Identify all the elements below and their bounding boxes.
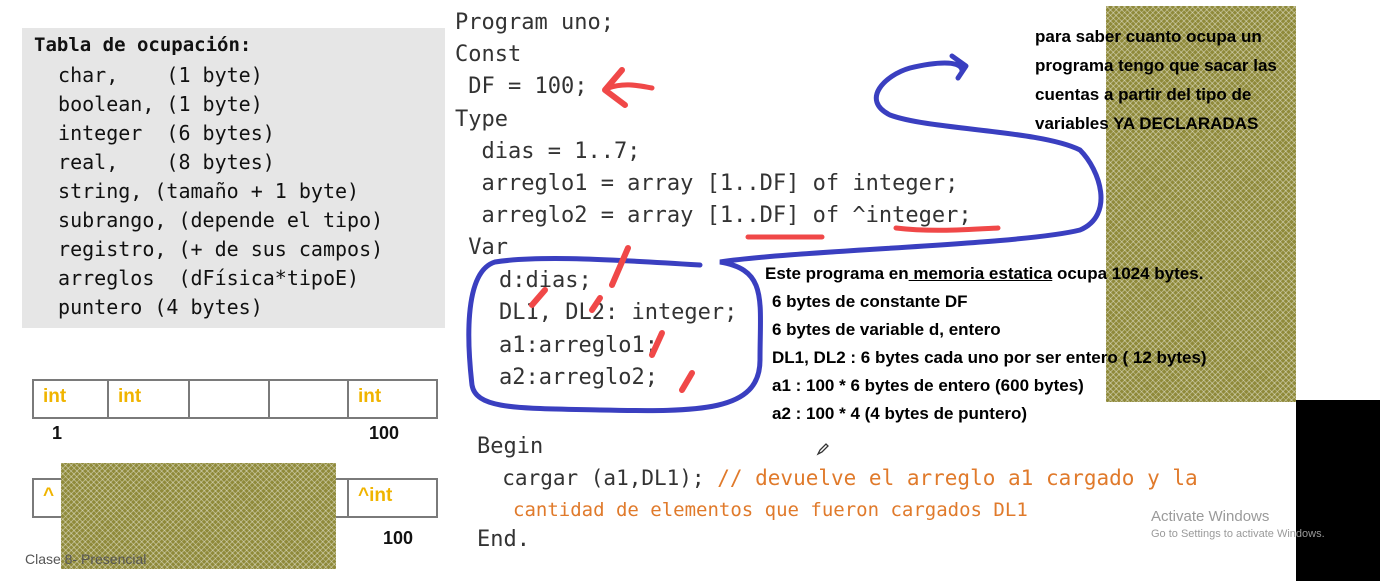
array1-cell: int (358, 386, 382, 407)
pen-cursor-icon (816, 443, 829, 456)
redaction-block-array (61, 463, 336, 569)
code-end: End. (477, 527, 530, 552)
code-type-arreglo2: arreglo2 = array [1..DF] of ^integer; (455, 203, 972, 228)
array1-cell (190, 381, 270, 417)
array1-diagram: int int int (32, 379, 438, 419)
code-const-df: DF = 100; (455, 74, 588, 99)
red-mark (609, 245, 631, 288)
array1-cell: int (34, 381, 109, 417)
note-line: cuentas a partir del tipo de (1035, 85, 1252, 104)
detail-line: 6 bytes de variable d, entero (772, 320, 1001, 339)
occupation-table-panel (22, 28, 445, 328)
occupation-line: puntero (4 bytes) (46, 295, 263, 319)
code-cargar-call: cargar (a1,DL1); (477, 466, 718, 490)
red-mark (589, 295, 603, 313)
slide-label: Clase 8- Presencial (25, 551, 147, 567)
occupation-line: char, (1 byte) (46, 63, 263, 87)
code-cargar-line: cargar (a1,DL1); // devuelve el arreglo … (477, 466, 1198, 490)
summary-prefix: Este programa en (765, 264, 909, 283)
code-type-dias: dias = 1..7; (455, 139, 641, 164)
blue-loop-stroke (466, 60, 1104, 414)
occupation-line: subrango, (depende el tipo) (46, 208, 384, 232)
watermark-title: Activate Windows (1151, 508, 1270, 525)
note-line: programa tengo que sacar las (1035, 56, 1277, 75)
array2-cell: ^int (358, 485, 393, 506)
detail-line: DL1, DL2 : 6 bytes cada uno por ser ente… (772, 348, 1207, 367)
red-mark (649, 330, 665, 358)
code-var: Var (455, 235, 508, 260)
array1-first-index: 1 (52, 423, 63, 443)
black-region (1296, 400, 1380, 581)
occupation-line: registro, (+ de sus campos) (46, 237, 384, 261)
blue-arrowhead (949, 53, 969, 81)
code-var-a2: a2:arreglo2; (499, 365, 658, 390)
array2-cell (270, 480, 349, 516)
code-begin: Begin (477, 434, 544, 459)
red-mark (529, 287, 548, 308)
redaction-block-right (1106, 6, 1296, 402)
summary-underlined: memoria estatica (908, 264, 1053, 283)
code-comment-continued: cantidad de elementos que fueron cargado… (513, 499, 1028, 521)
array1-cell: int (109, 381, 190, 417)
occupation-line: arreglos (dFísica*tipoE) (46, 266, 360, 290)
detail-line: 6 bytes de constante DF (772, 292, 968, 311)
array1-cell (270, 381, 349, 417)
code-type: Type (455, 107, 508, 132)
array1-last-index: 100 (369, 423, 400, 443)
detail-line: a1 : 100 * 6 bytes de entero (600 bytes) (772, 376, 1084, 395)
code-var-a1: a1:arreglo1; (499, 333, 658, 358)
windows-watermark: Activate Windows Go to Settings to activ… (1151, 508, 1325, 540)
code-const: Const (455, 42, 522, 67)
occupation-line: boolean, (1 byte) (46, 92, 263, 116)
red-arrow-stroke (605, 82, 655, 91)
array2-last-index: 100 (383, 528, 414, 548)
note-line: variables YA DECLARADAS (1035, 114, 1259, 133)
red-underline-pointer (893, 225, 1001, 233)
note-line: para saber cuanto ocupa un (1035, 27, 1262, 46)
code-type-arreglo1: arreglo1 = array [1..DF] of integer; (455, 171, 959, 196)
summary-line: Este programa en memoria estatica ocupa … (765, 264, 1203, 284)
red-arrowhead (602, 67, 628, 108)
occupation-table-title: Tabla de ocupación: (34, 34, 252, 56)
red-mark (679, 370, 695, 393)
occupation-line: integer (6 bytes) (46, 121, 275, 145)
summary-suffix: ocupa 1024 bytes. (1052, 264, 1204, 283)
occupation-line: string, (tamaño + 1 byte) (46, 179, 360, 203)
code-comment: // devuelve el arreglo a1 cargado y la (717, 466, 1198, 490)
watermark-subtitle: Go to Settings to activate Windows. (1151, 528, 1325, 540)
occupation-line: real, (8 bytes) (46, 150, 275, 174)
code-program: Program uno; (455, 10, 614, 35)
detail-line: a2 : 100 * 4 (4 bytes de puntero) (772, 404, 1028, 423)
